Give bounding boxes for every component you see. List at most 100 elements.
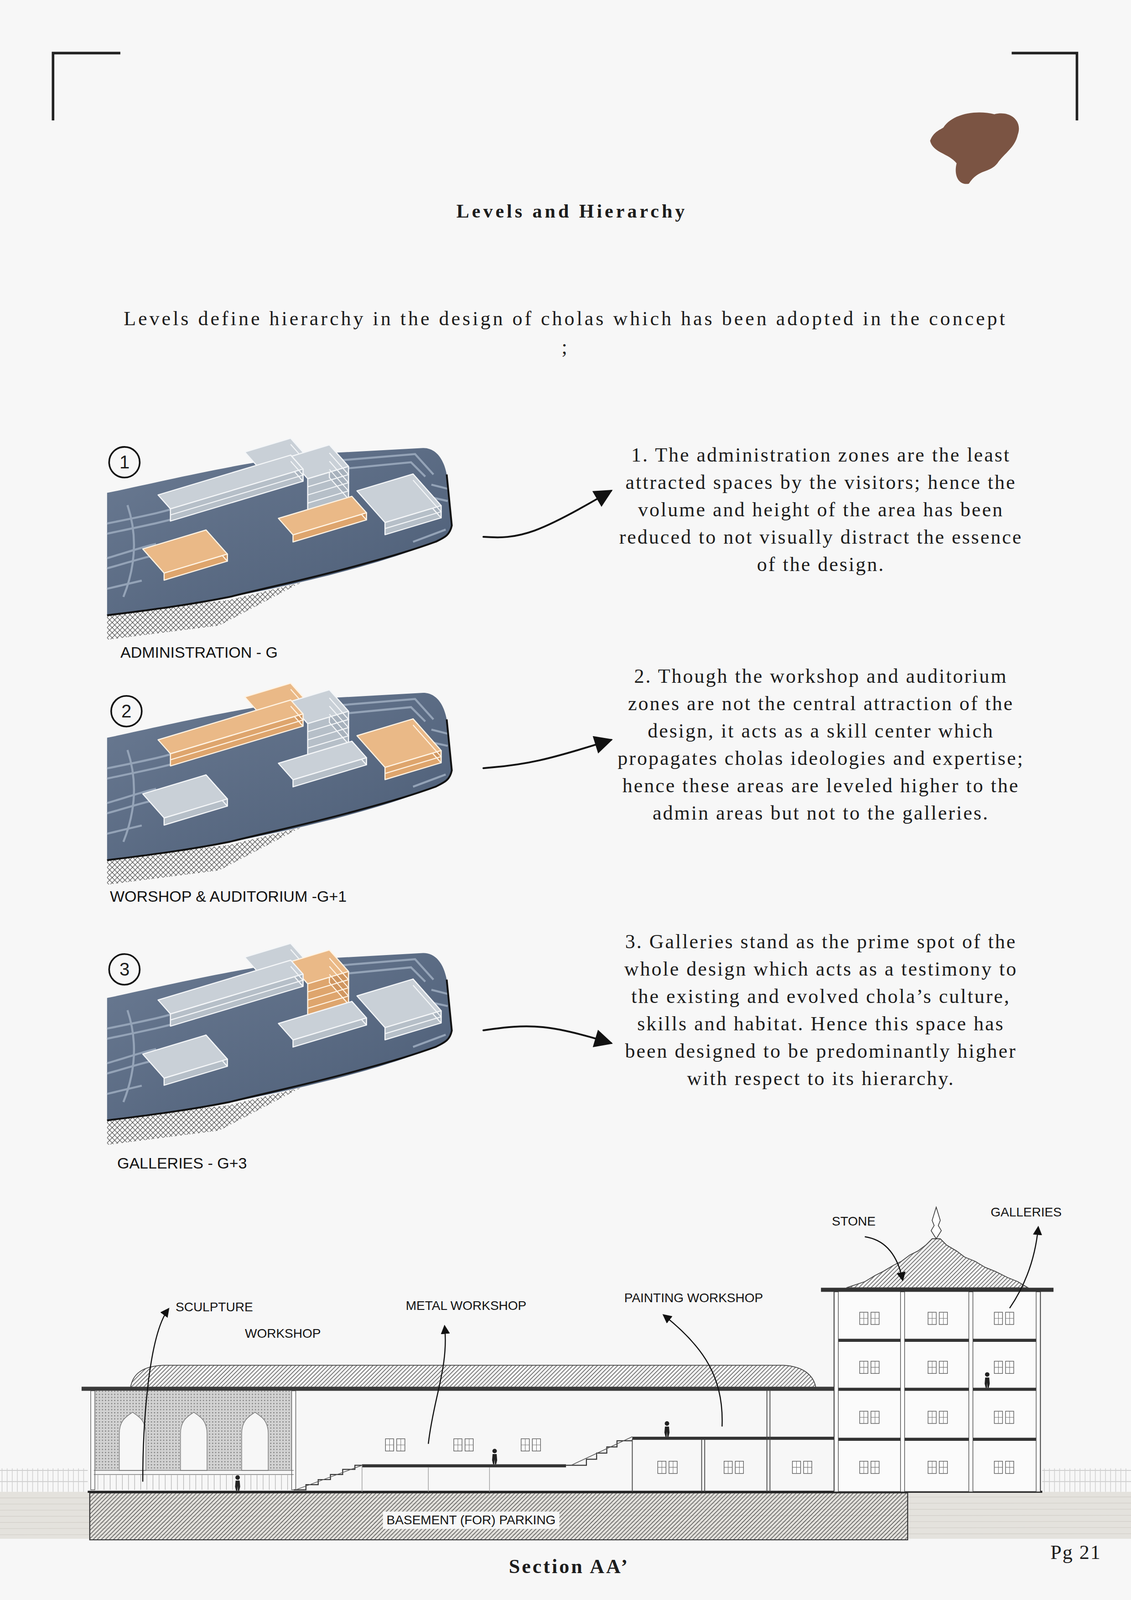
floor-slab — [834, 1338, 1041, 1342]
road-line — [107, 580, 142, 589]
floor-line — [307, 958, 349, 992]
floor-line — [384, 480, 441, 529]
gallery-block — [834, 1290, 1041, 1492]
floor-line — [170, 705, 304, 760]
baluster — [201, 1474, 203, 1490]
intro-text: Levels define hierarchy in the design of… — [118, 304, 1013, 362]
fence-post — [37, 1468, 39, 1492]
baluster — [103, 1474, 105, 1490]
fence-post — [27, 1468, 29, 1492]
fence-post — [1074, 1468, 1076, 1492]
plinth-line — [93, 1470, 294, 1475]
window — [994, 1411, 1014, 1424]
column — [900, 1291, 905, 1492]
window — [859, 1312, 879, 1325]
drawing-path — [385, 1438, 394, 1452]
page-title: Levels and Hierarchy — [456, 200, 688, 223]
baluster — [109, 1474, 111, 1490]
drawing-rect — [1005, 1461, 1014, 1474]
basement — [89, 1492, 908, 1540]
fence-post — [67, 1468, 69, 1492]
fence-post — [57, 1468, 59, 1492]
fence-post — [1, 1468, 3, 1492]
drawing-path — [724, 1461, 733, 1474]
leader-arrow — [664, 1315, 723, 1427]
description-block: 1. The administration zones are the leas… — [611, 441, 1031, 579]
baluster — [250, 1474, 252, 1490]
drawing-path — [669, 1461, 678, 1474]
fence-rail — [1042, 1470, 1131, 1482]
floor-slab — [632, 1436, 836, 1440]
fence-post — [62, 1468, 64, 1492]
window — [994, 1461, 1014, 1474]
window — [994, 1312, 1014, 1325]
flow-arrow — [483, 1026, 612, 1043]
drawing-rect — [521, 1438, 530, 1452]
section-label: SCULPTURE WORKSHOP — [175, 1293, 327, 1347]
column — [968, 1291, 973, 1492]
window — [859, 1411, 879, 1424]
drawing-path — [939, 1411, 948, 1424]
drawing-rect — [859, 1411, 868, 1424]
leader-arrow — [1009, 1227, 1039, 1308]
drawing-path — [859, 1411, 868, 1424]
drawing-rect — [928, 1312, 937, 1325]
diagram-label: ADMINISTRATION - G — [120, 643, 278, 662]
description-block: 3. Galleries stand as the prime spot of … — [611, 928, 1031, 1093]
window — [859, 1360, 879, 1374]
drawing-rect — [928, 1461, 937, 1474]
stone-roof — [846, 1238, 1028, 1288]
baluster — [213, 1474, 215, 1490]
drawing-rect — [871, 1461, 880, 1474]
fence-post — [32, 1468, 34, 1492]
diagram-label: GALLERIES - G+3 — [117, 1153, 247, 1173]
road-line — [123, 1010, 135, 1102]
fence-post — [1089, 1468, 1091, 1492]
drawing-rect — [792, 1461, 801, 1474]
drawing-rect — [994, 1411, 1003, 1424]
window — [724, 1461, 744, 1474]
finial — [931, 1207, 942, 1239]
floor-line — [307, 714, 349, 748]
baluster — [195, 1474, 197, 1490]
floor-line — [384, 725, 441, 774]
road-line — [107, 1085, 142, 1094]
fence-post — [1115, 1468, 1117, 1492]
baluster — [269, 1474, 270, 1490]
description-text: 2. Though the workshop and auditorium zo… — [615, 662, 1027, 827]
wall-line — [632, 1389, 770, 1492]
drawing-path — [939, 1360, 948, 1374]
section-label: BASEMENT (FOR) PARKING — [383, 1511, 560, 1529]
massing-face — [278, 741, 367, 780]
drawing-path — [859, 1461, 868, 1474]
baluster — [244, 1474, 245, 1490]
floor-line — [307, 966, 349, 1001]
baluster — [232, 1474, 233, 1490]
drawing-rect — [871, 1411, 880, 1424]
drawing-rect — [939, 1360, 948, 1374]
window — [792, 1461, 812, 1474]
drawing-rect — [453, 1438, 462, 1452]
baluster — [140, 1474, 141, 1490]
drawing-rect — [939, 1312, 948, 1325]
drawing-rect — [1005, 1411, 1014, 1424]
drawing-path — [871, 1411, 880, 1424]
fence-post — [83, 1468, 85, 1492]
drawing-path — [994, 1411, 1003, 1424]
baluster — [115, 1474, 117, 1490]
fence-post — [1105, 1468, 1106, 1492]
massing-face — [278, 496, 367, 535]
window — [657, 1461, 677, 1474]
description-text: 3. Galleries stand as the prime spot of … — [615, 928, 1027, 1093]
window — [453, 1438, 473, 1452]
drawing-path — [928, 1312, 937, 1325]
drawing-circle — [235, 1475, 240, 1480]
drawing-path — [939, 1312, 948, 1325]
roof-slab — [81, 1386, 839, 1391]
fence-post — [1094, 1468, 1096, 1492]
drawing-rect — [859, 1360, 868, 1374]
baluster — [128, 1474, 129, 1490]
drawing-rect — [657, 1461, 666, 1474]
drawing-rect — [1005, 1312, 1014, 1325]
